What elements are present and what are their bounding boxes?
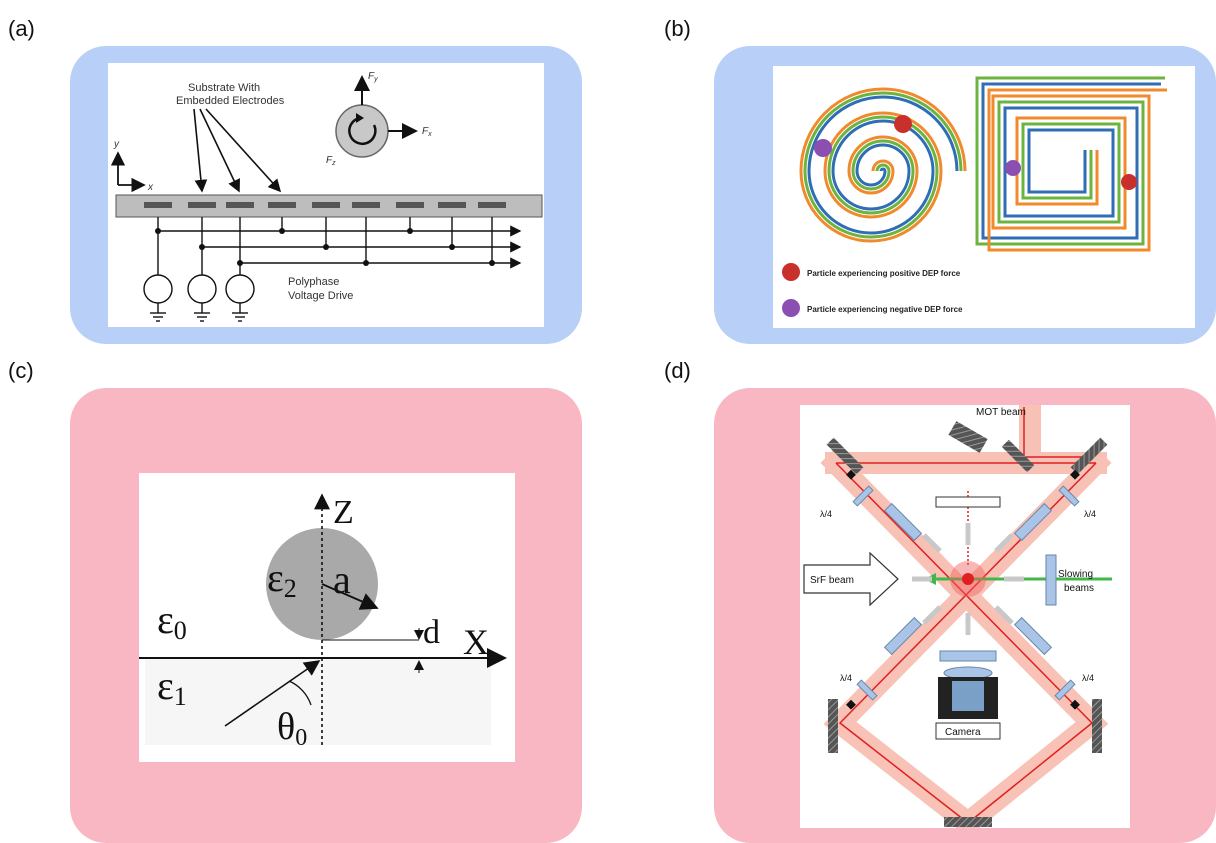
- quarter-wave-plates: [852, 485, 1080, 701]
- panel-b-card: Particle experiencing positive DEP force…: [714, 46, 1216, 344]
- positive-dep-marker: [782, 263, 800, 281]
- qwp-label-bottom-left: λ/4: [840, 673, 852, 683]
- dep-spiral-diagram: Particle experiencing positive DEP force…: [773, 66, 1195, 328]
- epsilon-2-label: ε2: [267, 555, 297, 603]
- panel-label-c: (c): [8, 358, 34, 383]
- mot-setup-svg: SrF beam: [803, 405, 1112, 828]
- dep-particles: [814, 115, 1137, 190]
- electrode-diagram: Substrate With Embedded Electrodes Fy Fx…: [108, 63, 544, 327]
- square-spiral-electrodes: [975, 76, 1167, 252]
- axis-y-label: y: [113, 139, 120, 150]
- camera-label: Camera: [945, 727, 981, 738]
- panel-c-card: Z X ε2 a d ε0 ε1 θ0: [70, 388, 582, 843]
- voltage-sources: [143, 274, 255, 322]
- mirrors: [826, 421, 1108, 827]
- axis-x-label: X: [463, 622, 489, 662]
- epsilon-1-label: ε1: [157, 663, 187, 711]
- force-x-label: Fx: [422, 126, 432, 138]
- sphere-interface-svg: Z X ε2 a d ε0 ε1 θ0: [139, 493, 507, 751]
- dep-spiral-svg: Particle experiencing positive DEP force…: [782, 76, 1167, 317]
- panel-label-a: (a): [8, 16, 35, 41]
- srf-beam-label: SrF beam: [810, 575, 854, 586]
- rotating-field-icon: [335, 75, 418, 158]
- camera-label-box: [935, 722, 1001, 740]
- radius-label: a: [333, 557, 351, 602]
- electrode-diagram-svg: Substrate With Embedded Electrodes Fy Fx…: [110, 71, 543, 322]
- qwp-label-top-right: λ/4: [1084, 509, 1096, 519]
- force-z-label: Fz: [326, 155, 336, 167]
- qwp-label-bottom-right: λ/4: [1082, 673, 1094, 683]
- embedded-electrodes: [144, 202, 506, 208]
- panel-a-card: Substrate With Embedded Electrodes Fy Fx…: [70, 46, 582, 344]
- mot-setup-diagram: SrF beam: [800, 405, 1130, 828]
- vacuum-chamber-windows: [883, 502, 1057, 662]
- camera-icon: [938, 666, 998, 719]
- legend-negative: Particle experiencing negative DEP force: [807, 305, 963, 314]
- axis-z-label: Z: [333, 494, 354, 531]
- qwp-label-top-left: λ/4: [820, 509, 832, 519]
- lower-medium: [145, 659, 491, 745]
- slowing-label-line2: beams: [1064, 583, 1094, 594]
- srf-beam-arrow: [803, 551, 899, 607]
- panel-label-d: (d): [664, 358, 691, 383]
- panel-d-card: SrF beam: [714, 388, 1216, 843]
- legend-positive: Particle experiencing positive DEP force: [807, 269, 961, 278]
- distance-label: d: [423, 614, 440, 651]
- axis-x-label: x: [147, 182, 154, 193]
- mot-beam-label: MOT beam: [976, 407, 1026, 418]
- panel-label-b: (b): [664, 16, 691, 41]
- drive-label-line2: Voltage Drive: [288, 290, 353, 302]
- force-y-label: Fy: [368, 71, 378, 83]
- epsilon-0-label: ε0: [157, 597, 187, 645]
- drive-label-line1: Polyphase: [288, 276, 339, 288]
- slowing-label-line1: Slowing: [1058, 569, 1093, 580]
- spiral-electrodes: [799, 87, 967, 243]
- inward-arrows: [912, 523, 1024, 635]
- substrate-label-line2: Embedded Electrodes: [176, 95, 285, 107]
- theta-label: θ0: [277, 706, 307, 751]
- substrate-label-line1: Substrate With: [188, 82, 260, 94]
- polyphase-bus: [157, 217, 522, 275]
- sphere-interface-diagram: Z X ε2 a d ε0 ε1 θ0: [139, 473, 515, 762]
- negative-dep-marker: [782, 299, 800, 317]
- mounting-posts: [846, 469, 1080, 710]
